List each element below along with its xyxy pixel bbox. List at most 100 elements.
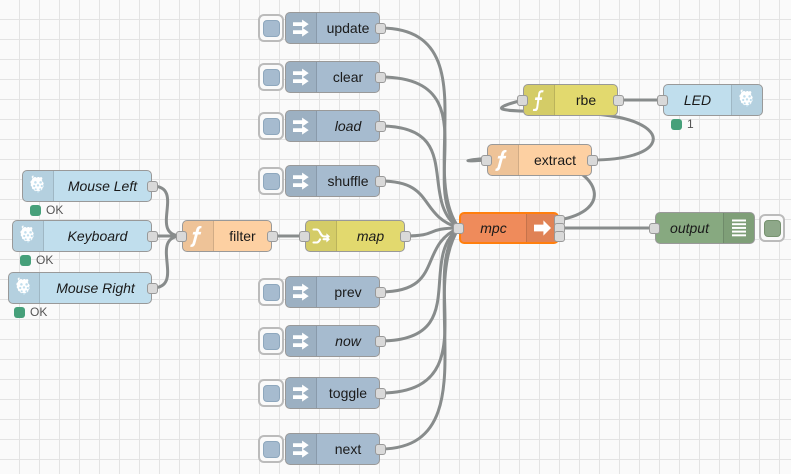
inject-arrow-icon <box>286 13 317 43</box>
port-output-extract-0[interactable] <box>587 154 598 166</box>
status-text: OK <box>36 253 54 267</box>
port-output-map-0[interactable] <box>400 230 411 242</box>
port-input-mpc[interactable] <box>453 222 464 234</box>
inject-button-pad <box>262 19 280 37</box>
node-filter[interactable]: filter <box>182 220 272 252</box>
node-label: shuffle <box>327 173 369 189</box>
inject-button-now[interactable] <box>258 327 284 355</box>
node-keyboard[interactable]: Keyboard <box>12 220 152 252</box>
inject-button-shuffle[interactable] <box>258 167 284 195</box>
node-status-mouse-left: OK <box>30 203 63 217</box>
node-load[interactable]: load <box>285 110 380 142</box>
inject-button-next[interactable] <box>258 435 284 463</box>
node-label: rbe <box>575 92 597 108</box>
node-toggle[interactable]: toggle <box>285 377 380 409</box>
node-mpc[interactable]: mpc <box>459 212 559 244</box>
port-output-keyboard-0[interactable] <box>147 230 158 242</box>
node-label: load <box>334 118 362 134</box>
node-label: filter <box>229 228 256 244</box>
status-dot-icon <box>14 306 25 318</box>
node-extract[interactable]: extract <box>487 144 592 176</box>
port-input-filter[interactable] <box>176 230 187 242</box>
inject-button-clear[interactable] <box>258 63 284 91</box>
inject-arrow-icon <box>286 326 317 356</box>
change-arrows-icon <box>306 221 337 251</box>
port-input-map[interactable] <box>299 230 310 242</box>
node-status-keyboard: OK <box>20 253 53 267</box>
node-output[interactable]: output <box>655 212 755 244</box>
inject-button-prev[interactable] <box>258 278 284 306</box>
node-label: now <box>335 333 361 349</box>
inject-arrow-icon <box>286 166 317 196</box>
node-label: output <box>670 220 709 236</box>
port-output-rbe-0[interactable] <box>613 94 624 106</box>
status-text: 1 <box>687 117 694 131</box>
node-update[interactable]: update <box>285 12 380 44</box>
wire <box>378 124 461 230</box>
node-shuffle[interactable]: shuffle <box>285 165 380 197</box>
node-label: extract <box>533 152 576 168</box>
node-led[interactable]: LED <box>663 84 763 116</box>
node-next[interactable]: next <box>285 433 380 465</box>
port-output-filter-0[interactable] <box>267 230 278 242</box>
port-output-clear-0[interactable] <box>375 71 386 83</box>
node-label: map <box>356 228 385 244</box>
inject-button-load[interactable] <box>258 112 284 140</box>
port-output-shuffle-0[interactable] <box>375 175 386 187</box>
node-clear[interactable]: clear <box>285 61 380 93</box>
raspberry-pi-icon <box>9 273 40 303</box>
debug-button-pad <box>763 219 781 237</box>
debug-toggle-button-output[interactable] <box>759 214 785 242</box>
node-rbe[interactable]: rbe <box>523 84 618 116</box>
node-label: Mouse Right <box>56 280 135 296</box>
node-label: clear <box>332 69 364 85</box>
inject-arrow-icon <box>286 277 317 307</box>
port-output-update-0[interactable] <box>375 22 386 34</box>
port-output-load-0[interactable] <box>375 120 386 132</box>
inject-button-pad <box>262 68 280 86</box>
port-input-output[interactable] <box>649 222 660 234</box>
rbe-step-icon <box>524 85 555 115</box>
node-mouse-right[interactable]: Mouse Right <box>8 272 152 304</box>
function-f-icon <box>183 221 214 251</box>
status-dot-icon <box>671 118 682 130</box>
raspberry-pi-icon <box>23 171 54 201</box>
node-status-led: 1 <box>671 117 694 131</box>
node-status-mouse-right: OK <box>14 305 47 319</box>
port-input-extract[interactable] <box>481 154 492 166</box>
wire <box>378 75 461 230</box>
node-label: Mouse Left <box>67 178 138 194</box>
port-output-toggle-0[interactable] <box>375 387 386 399</box>
wire <box>150 184 184 238</box>
node-label: prev <box>334 284 362 300</box>
node-map[interactable]: map <box>305 220 405 252</box>
inject-button-pad <box>262 117 280 135</box>
wire <box>378 26 461 230</box>
node-mouse-left[interactable]: Mouse Left <box>22 170 152 202</box>
inject-button-update[interactable] <box>258 14 284 42</box>
status-dot-icon <box>30 204 41 216</box>
port-output-next-0[interactable] <box>375 443 386 455</box>
port-input-rbe[interactable] <box>517 94 528 106</box>
status-text: OK <box>30 305 48 319</box>
inject-button-pad <box>262 283 280 301</box>
inject-arrow-icon <box>286 434 317 464</box>
port-output-mpc-2[interactable] <box>554 230 565 242</box>
inject-button-pad <box>262 172 280 190</box>
debug-list-icon <box>723 213 754 243</box>
node-prev[interactable]: prev <box>285 276 380 308</box>
port-output-now-0[interactable] <box>375 335 386 347</box>
port-output-mouse-left-0[interactable] <box>147 180 158 192</box>
port-input-led[interactable] <box>657 94 668 106</box>
node-label: toggle <box>328 385 368 401</box>
wire <box>378 226 461 451</box>
inject-button-toggle[interactable] <box>258 379 284 407</box>
node-now[interactable]: now <box>285 325 380 357</box>
node-label: mpc <box>480 220 507 236</box>
inject-button-pad <box>262 332 280 350</box>
wire <box>150 234 184 290</box>
port-output-mouse-right-0[interactable] <box>147 282 158 294</box>
node-label: Keyboard <box>67 228 128 244</box>
port-output-prev-0[interactable] <box>375 286 386 298</box>
